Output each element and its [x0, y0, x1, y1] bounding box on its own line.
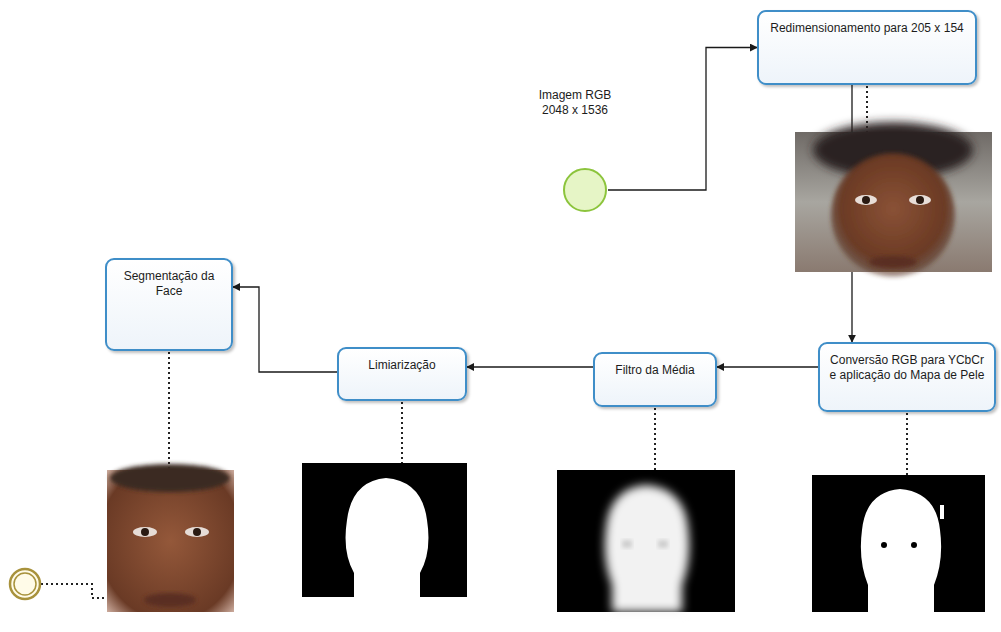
event-label: Imagem RGB 2048 x 1536	[525, 88, 625, 118]
skin-map-image	[812, 475, 985, 612]
task-box: Limiarização	[337, 347, 467, 401]
threshold-image	[302, 463, 467, 597]
sequence-flow	[717, 366, 818, 367]
segmented-face-photo	[107, 464, 234, 612]
task-label: Conversão RGB para YCbCr e aplicação do …	[828, 353, 986, 383]
task-label: Redimensionamento para 205 x 154	[767, 21, 967, 36]
task-box: Filtro da Média	[593, 352, 717, 407]
resized-face-photo	[795, 122, 992, 277]
mean-filter-image	[557, 470, 735, 612]
task-box: Conversão RGB para YCbCr e aplicação do …	[818, 342, 996, 412]
start-circle	[561, 166, 609, 214]
task-box: Segmentação da Face	[105, 258, 233, 351]
sequence-flow	[608, 48, 757, 191]
task-label: Segmentação da Face	[115, 269, 223, 299]
task-box: Redimensionamento para 205 x 154	[757, 10, 977, 85]
sequence-flow	[467, 366, 593, 367]
sequence-flow	[233, 287, 337, 372]
end-event	[10, 569, 40, 599]
start-circle-shape	[564, 169, 606, 211]
task-label: Filtro da Média	[603, 363, 707, 378]
task-label: Limiarização	[347, 358, 457, 373]
start-event: Imagem RGB 2048 x 1536	[525, 88, 625, 214]
